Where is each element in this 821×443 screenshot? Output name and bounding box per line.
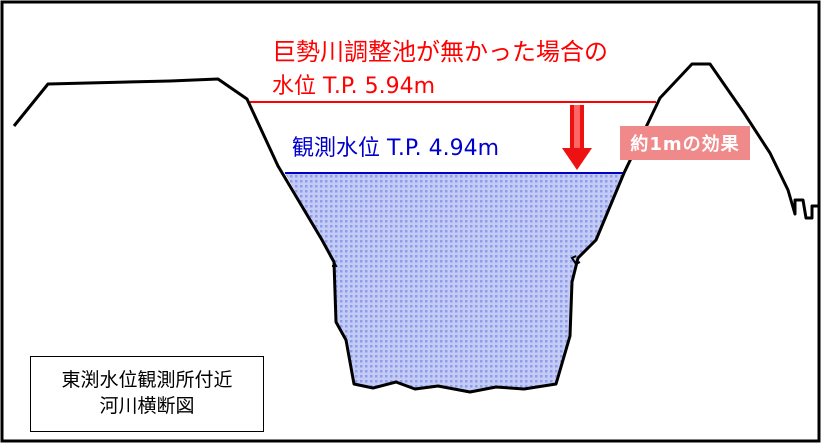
bank-detail-right [570, 255, 581, 266]
observed-level-label: 観測水位 T.P. 4.94m [292, 136, 500, 161]
no-dam-level-label-line1: 巨勢川調整池が無かった場合の [272, 38, 608, 66]
no-dam-level-label-line2: 水位 T.P. 5.94m [272, 74, 436, 99]
caption-line2: 河川横断図 [99, 395, 195, 417]
caption-box: 東渕水位観測所付近 河川横断図 [30, 356, 264, 432]
bank-detail-left [329, 255, 338, 267]
down-arrow-icon [562, 105, 592, 170]
water-body [285, 173, 624, 392]
effect-badge: 約1mの効果 [620, 126, 750, 160]
terrain-profile [12, 62, 818, 394]
caption-line1: 東渕水位観測所付近 [61, 369, 233, 392]
